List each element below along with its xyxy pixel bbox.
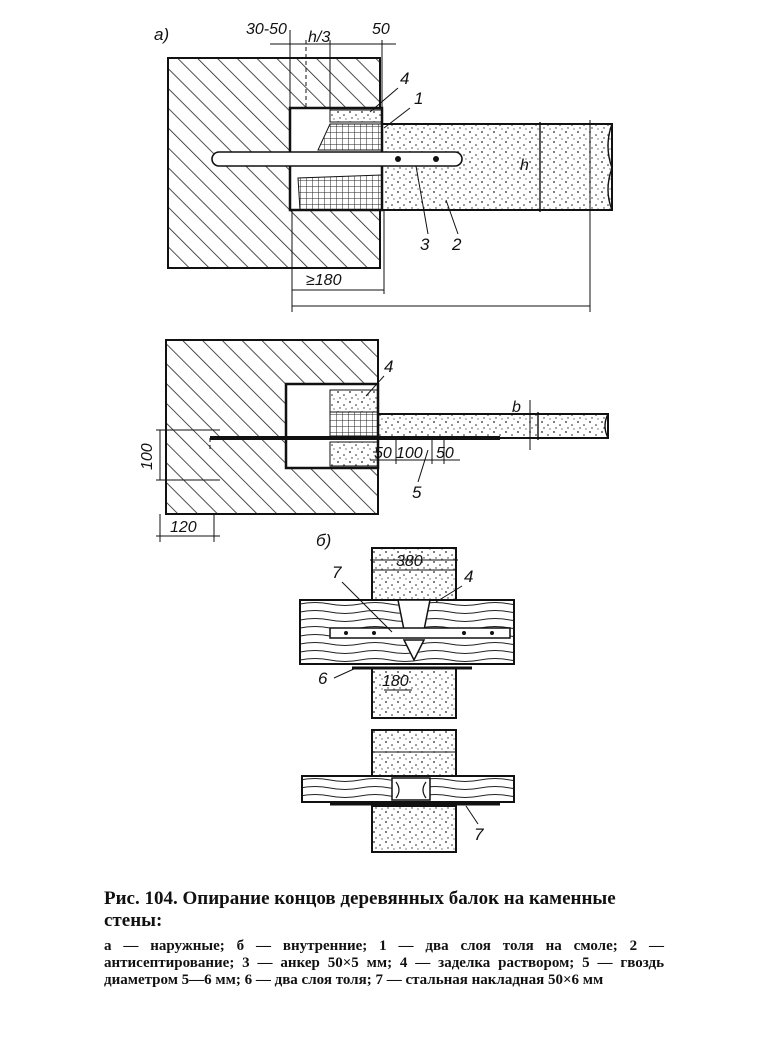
marker-7-b2: 7 xyxy=(474,825,484,844)
dim-min-180: ≥180 xyxy=(306,272,342,289)
marker-1: 1 xyxy=(414,89,423,108)
dim-100-vertical: 100 xyxy=(139,443,156,470)
dim-30-50: 30-50 xyxy=(246,21,287,38)
dim-50-right: 50 xyxy=(436,445,454,462)
panel-b-second-detail: 7 xyxy=(301,729,515,853)
panel-a-label: а) xyxy=(154,25,169,44)
marker-4-a2: 4 xyxy=(384,357,393,376)
dim-b: b xyxy=(512,399,521,416)
dim-180-b: 180 xyxy=(382,673,409,690)
panel-a-second-detail: 100 120 50 100 50 b 4 5 xyxy=(139,339,609,542)
marker-4-a: 4 xyxy=(400,69,409,88)
panel-a-outer-wall: а) 30-50 h/3 50 ≥180 h xyxy=(154,21,613,312)
beam-support-diagram: а) 30-50 h/3 50 ≥180 h xyxy=(139,21,613,853)
marker-6: 6 xyxy=(318,669,328,688)
dim-50-top: 50 xyxy=(372,21,390,38)
marker-7-b: 7 xyxy=(332,563,342,582)
dim-h: h xyxy=(520,157,529,174)
masonry-lower-b xyxy=(371,667,457,719)
tar-paper-bottom xyxy=(297,174,383,211)
wooden-beam-a2 xyxy=(377,413,609,439)
dim-380: 380 xyxy=(396,553,423,570)
anchor-bar xyxy=(211,151,463,167)
figure-caption: Рис. 104. Опирание концов деревянных бал… xyxy=(104,888,664,989)
marker-2: 2 xyxy=(451,235,462,254)
steel-plate-b xyxy=(329,627,511,639)
panel-b-inner-wall: б) 380 180 7 4 6 xyxy=(299,531,515,719)
marker-3: 3 xyxy=(420,235,430,254)
marker-5: 5 xyxy=(412,483,422,502)
dim-100: 100 xyxy=(396,445,423,462)
caption-title: Рис. 104. Опирание концов деревянных бал… xyxy=(104,888,616,931)
tar-paper-a2 xyxy=(329,411,379,437)
dim-h3: h/3 xyxy=(308,29,330,46)
masonry-lower-b2 xyxy=(371,805,457,853)
dim-120: 120 xyxy=(170,519,197,536)
dim-50-left: 50 xyxy=(374,445,392,462)
wooden-beam-a xyxy=(381,123,613,211)
mortar-seal-a xyxy=(329,109,383,123)
caption-legend: а — наружные; б — внутренние; 1 — два сл… xyxy=(104,938,664,988)
marker-4-b: 4 xyxy=(464,567,473,586)
panel-b-label: б) xyxy=(316,531,331,550)
masonry-upper-b2 xyxy=(371,729,457,777)
